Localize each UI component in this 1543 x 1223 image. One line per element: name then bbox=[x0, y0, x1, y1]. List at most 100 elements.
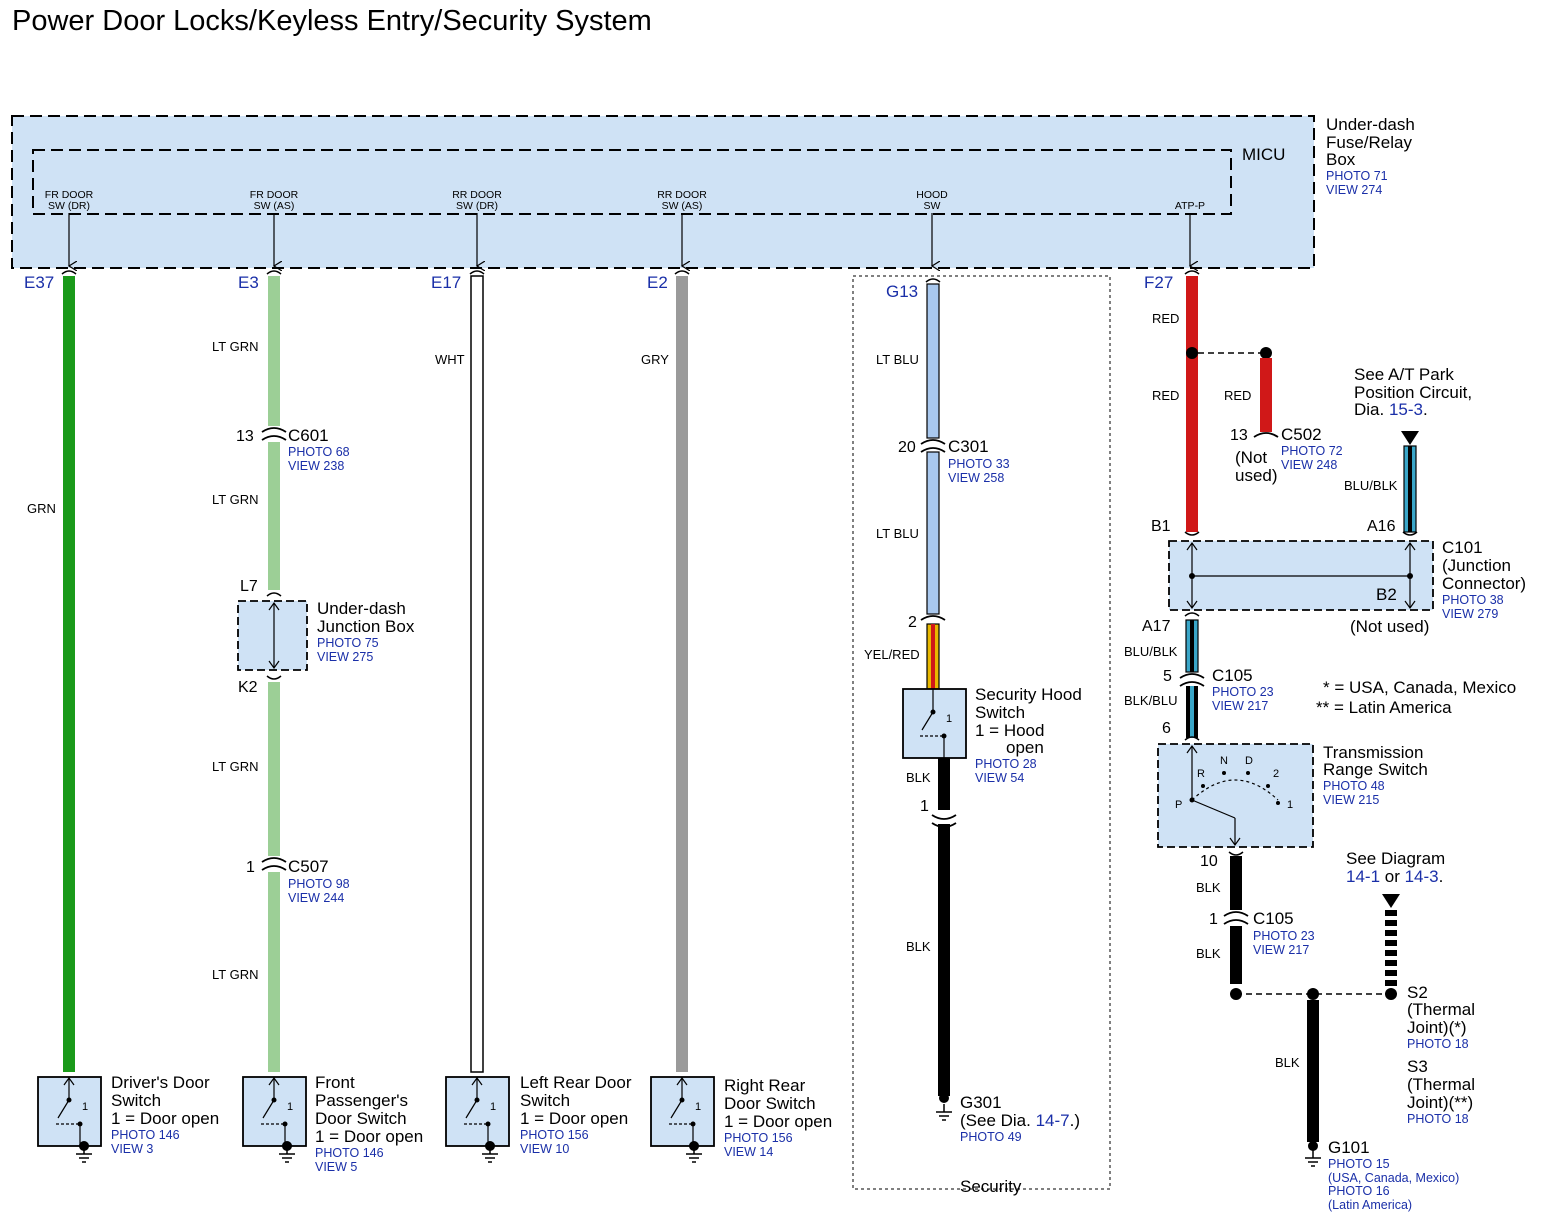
trs-photo: PHOTO 48 bbox=[1323, 779, 1385, 793]
c101-label-2: (Junction bbox=[1442, 556, 1511, 575]
fuse-box-photo: PHOTO 71 bbox=[1326, 169, 1388, 183]
g101-note-2: (Latin America) bbox=[1328, 1198, 1412, 1212]
trs-node-d bbox=[1246, 771, 1250, 775]
trs-pos-r: R bbox=[1197, 768, 1205, 780]
wire-blu-blk-c105 bbox=[1185, 619, 1199, 673]
g301-ground-icon bbox=[935, 1103, 953, 1121]
wire-label-red-2: RED bbox=[1152, 388, 1179, 403]
wire-blk-blu bbox=[1186, 686, 1198, 738]
c601-view: VIEW 238 bbox=[288, 459, 344, 473]
hood-pin-bottom: 1 bbox=[920, 798, 929, 815]
wire-label-yel-red: YEL/RED bbox=[864, 647, 920, 662]
door-switch-front-passenger-photo: PHOTO 146 bbox=[315, 1146, 384, 1160]
hood-switch-label-3: 1 = Hood bbox=[975, 721, 1044, 740]
wire-label-lt-blu-1: LT BLU bbox=[876, 352, 919, 367]
c101-label-1: C101 bbox=[1442, 538, 1483, 557]
junction-photo: PHOTO 75 bbox=[317, 636, 379, 650]
at-park-dia: Dia. 15-3. bbox=[1354, 400, 1428, 419]
trs-pos-n: N bbox=[1220, 755, 1228, 767]
junction-pin-l7: L7 bbox=[240, 578, 258, 595]
micu-pin-fr-door-as-2: SW (AS) bbox=[254, 200, 295, 212]
wire-label-gry: GRY bbox=[641, 352, 669, 367]
c502-note-1: (Not bbox=[1235, 448, 1267, 467]
wire-label-blk-hood-1: BLK bbox=[906, 770, 931, 785]
wire-lt-grn bbox=[268, 276, 280, 1072]
wire-label-blk-blu: BLK/BLU bbox=[1124, 693, 1177, 708]
hood-switch-label-4: open bbox=[1006, 738, 1044, 757]
trs-pos-d: D bbox=[1245, 755, 1253, 767]
c507-name: C507 bbox=[288, 857, 329, 876]
door-switch-left-rear-pin: 1 bbox=[490, 1101, 496, 1113]
c502-name: C502 bbox=[1281, 425, 1322, 444]
micu-pin-rr-door-dr-1: RR DOOR bbox=[452, 189, 502, 201]
security-label: Security bbox=[960, 1177, 1022, 1196]
micu-pin-fr-door-dr-1: FR DOOR bbox=[45, 189, 94, 201]
door-switch-left-rear-label-1: Left Rear Door bbox=[520, 1073, 632, 1092]
connector-c601-symbol bbox=[261, 427, 287, 441]
red-branch-node bbox=[1260, 347, 1272, 359]
connector-c301-symbol bbox=[920, 439, 946, 453]
c105a-view: VIEW 217 bbox=[1212, 699, 1268, 713]
c105b-view: VIEW 217 bbox=[1253, 943, 1309, 957]
door-switch-front-passenger-label-1: Front bbox=[315, 1073, 355, 1092]
micu-pin-rr-door-as-2: SW (AS) bbox=[662, 200, 703, 212]
c105a-photo: PHOTO 23 bbox=[1212, 685, 1274, 699]
s2-line-2: (Thermal bbox=[1407, 1000, 1475, 1019]
wire-label-blk-trs-2: BLK bbox=[1196, 946, 1221, 961]
c601-photo: PHOTO 68 bbox=[288, 445, 350, 459]
g301-node bbox=[939, 1093, 949, 1103]
c507-view: VIEW 244 bbox=[288, 891, 344, 905]
page-title: Power Door Locks/Keyless Entry/Security … bbox=[12, 5, 652, 37]
terminal-e17: E17 bbox=[431, 273, 461, 292]
micu-pin-hood-sw-2: SW bbox=[924, 200, 941, 212]
door-switch-left-rear-label-3: 1 = Door open bbox=[520, 1109, 628, 1128]
splice-node-right bbox=[1385, 988, 1397, 1000]
door-switch-right-rear bbox=[650, 1076, 715, 1163]
g101-ground-icon bbox=[1304, 1149, 1322, 1167]
trs-view: VIEW 215 bbox=[1323, 793, 1379, 807]
trs-node-n bbox=[1222, 771, 1226, 775]
trs-node-1 bbox=[1276, 801, 1280, 805]
at-park-line-1: See A/T Park bbox=[1354, 365, 1454, 384]
junction-view: VIEW 275 bbox=[317, 650, 373, 664]
wire-label-lt-grn-4: LT GRN bbox=[212, 967, 258, 982]
c101-pin-b1: B1 bbox=[1151, 518, 1171, 535]
door-switch-driver-pin: 1 bbox=[82, 1101, 88, 1113]
door-switch-front-passenger-label-2: Passenger's bbox=[315, 1091, 408, 1110]
micu-pin-rr-door-dr-2: SW (DR) bbox=[456, 200, 498, 212]
trs-node-r bbox=[1201, 784, 1205, 788]
wire-label-blk-g101: BLK bbox=[1275, 1055, 1300, 1070]
c101-pin-b2: B2 bbox=[1376, 585, 1397, 604]
fuse-box-label-1: Under-dash bbox=[1326, 115, 1415, 134]
door-switch-left-rear-photo: PHOTO 156 bbox=[520, 1128, 589, 1142]
wire-label-lt-grn-2: LT GRN bbox=[212, 492, 258, 507]
wire-label-red-1: RED bbox=[1152, 311, 1179, 326]
hood-ground-connector-symbol bbox=[931, 814, 957, 828]
micu-pin-hood-sw-1: HOOD bbox=[916, 189, 948, 201]
trs-node-p bbox=[1189, 797, 1195, 803]
c301-name: C301 bbox=[948, 437, 989, 456]
g301-see: (See Dia. 14-7.) bbox=[960, 1111, 1080, 1130]
c105a-pin-bottom: 6 bbox=[1162, 720, 1171, 737]
micu-label: MICU bbox=[1242, 145, 1285, 164]
s3-photo: PHOTO 18 bbox=[1407, 1112, 1469, 1126]
wire-label-wht: WHT bbox=[435, 352, 465, 367]
hood-switch-photo: PHOTO 28 bbox=[975, 757, 1037, 771]
door-switch-front-passenger-pin: 1 bbox=[287, 1101, 293, 1113]
splice-node-center bbox=[1307, 988, 1319, 1000]
terminal-e2: E2 bbox=[647, 273, 668, 292]
splice-node-left bbox=[1230, 988, 1242, 1000]
trs-label-2: Range Switch bbox=[1323, 760, 1428, 779]
g101-photo-1: PHOTO 15 bbox=[1328, 1157, 1390, 1171]
s2-photo: PHOTO 18 bbox=[1407, 1037, 1469, 1051]
red-splice-node bbox=[1186, 347, 1198, 359]
g101-name: G101 bbox=[1328, 1138, 1370, 1157]
door-switch-front-passenger-label-4: 1 = Door open bbox=[315, 1127, 423, 1146]
see-diagram-line-2: 14-1 or 14-3. bbox=[1346, 867, 1443, 886]
terminal-f27: F27 bbox=[1144, 273, 1173, 292]
wire-lt-blu bbox=[926, 283, 940, 615]
wire-red-branch bbox=[1260, 358, 1272, 432]
door-switch-right-rear-label-3: 1 = Door open bbox=[724, 1112, 832, 1131]
c101-photo: PHOTO 38 bbox=[1442, 593, 1504, 607]
micu-pin-fr-door-dr-2: SW (DR) bbox=[48, 200, 90, 212]
